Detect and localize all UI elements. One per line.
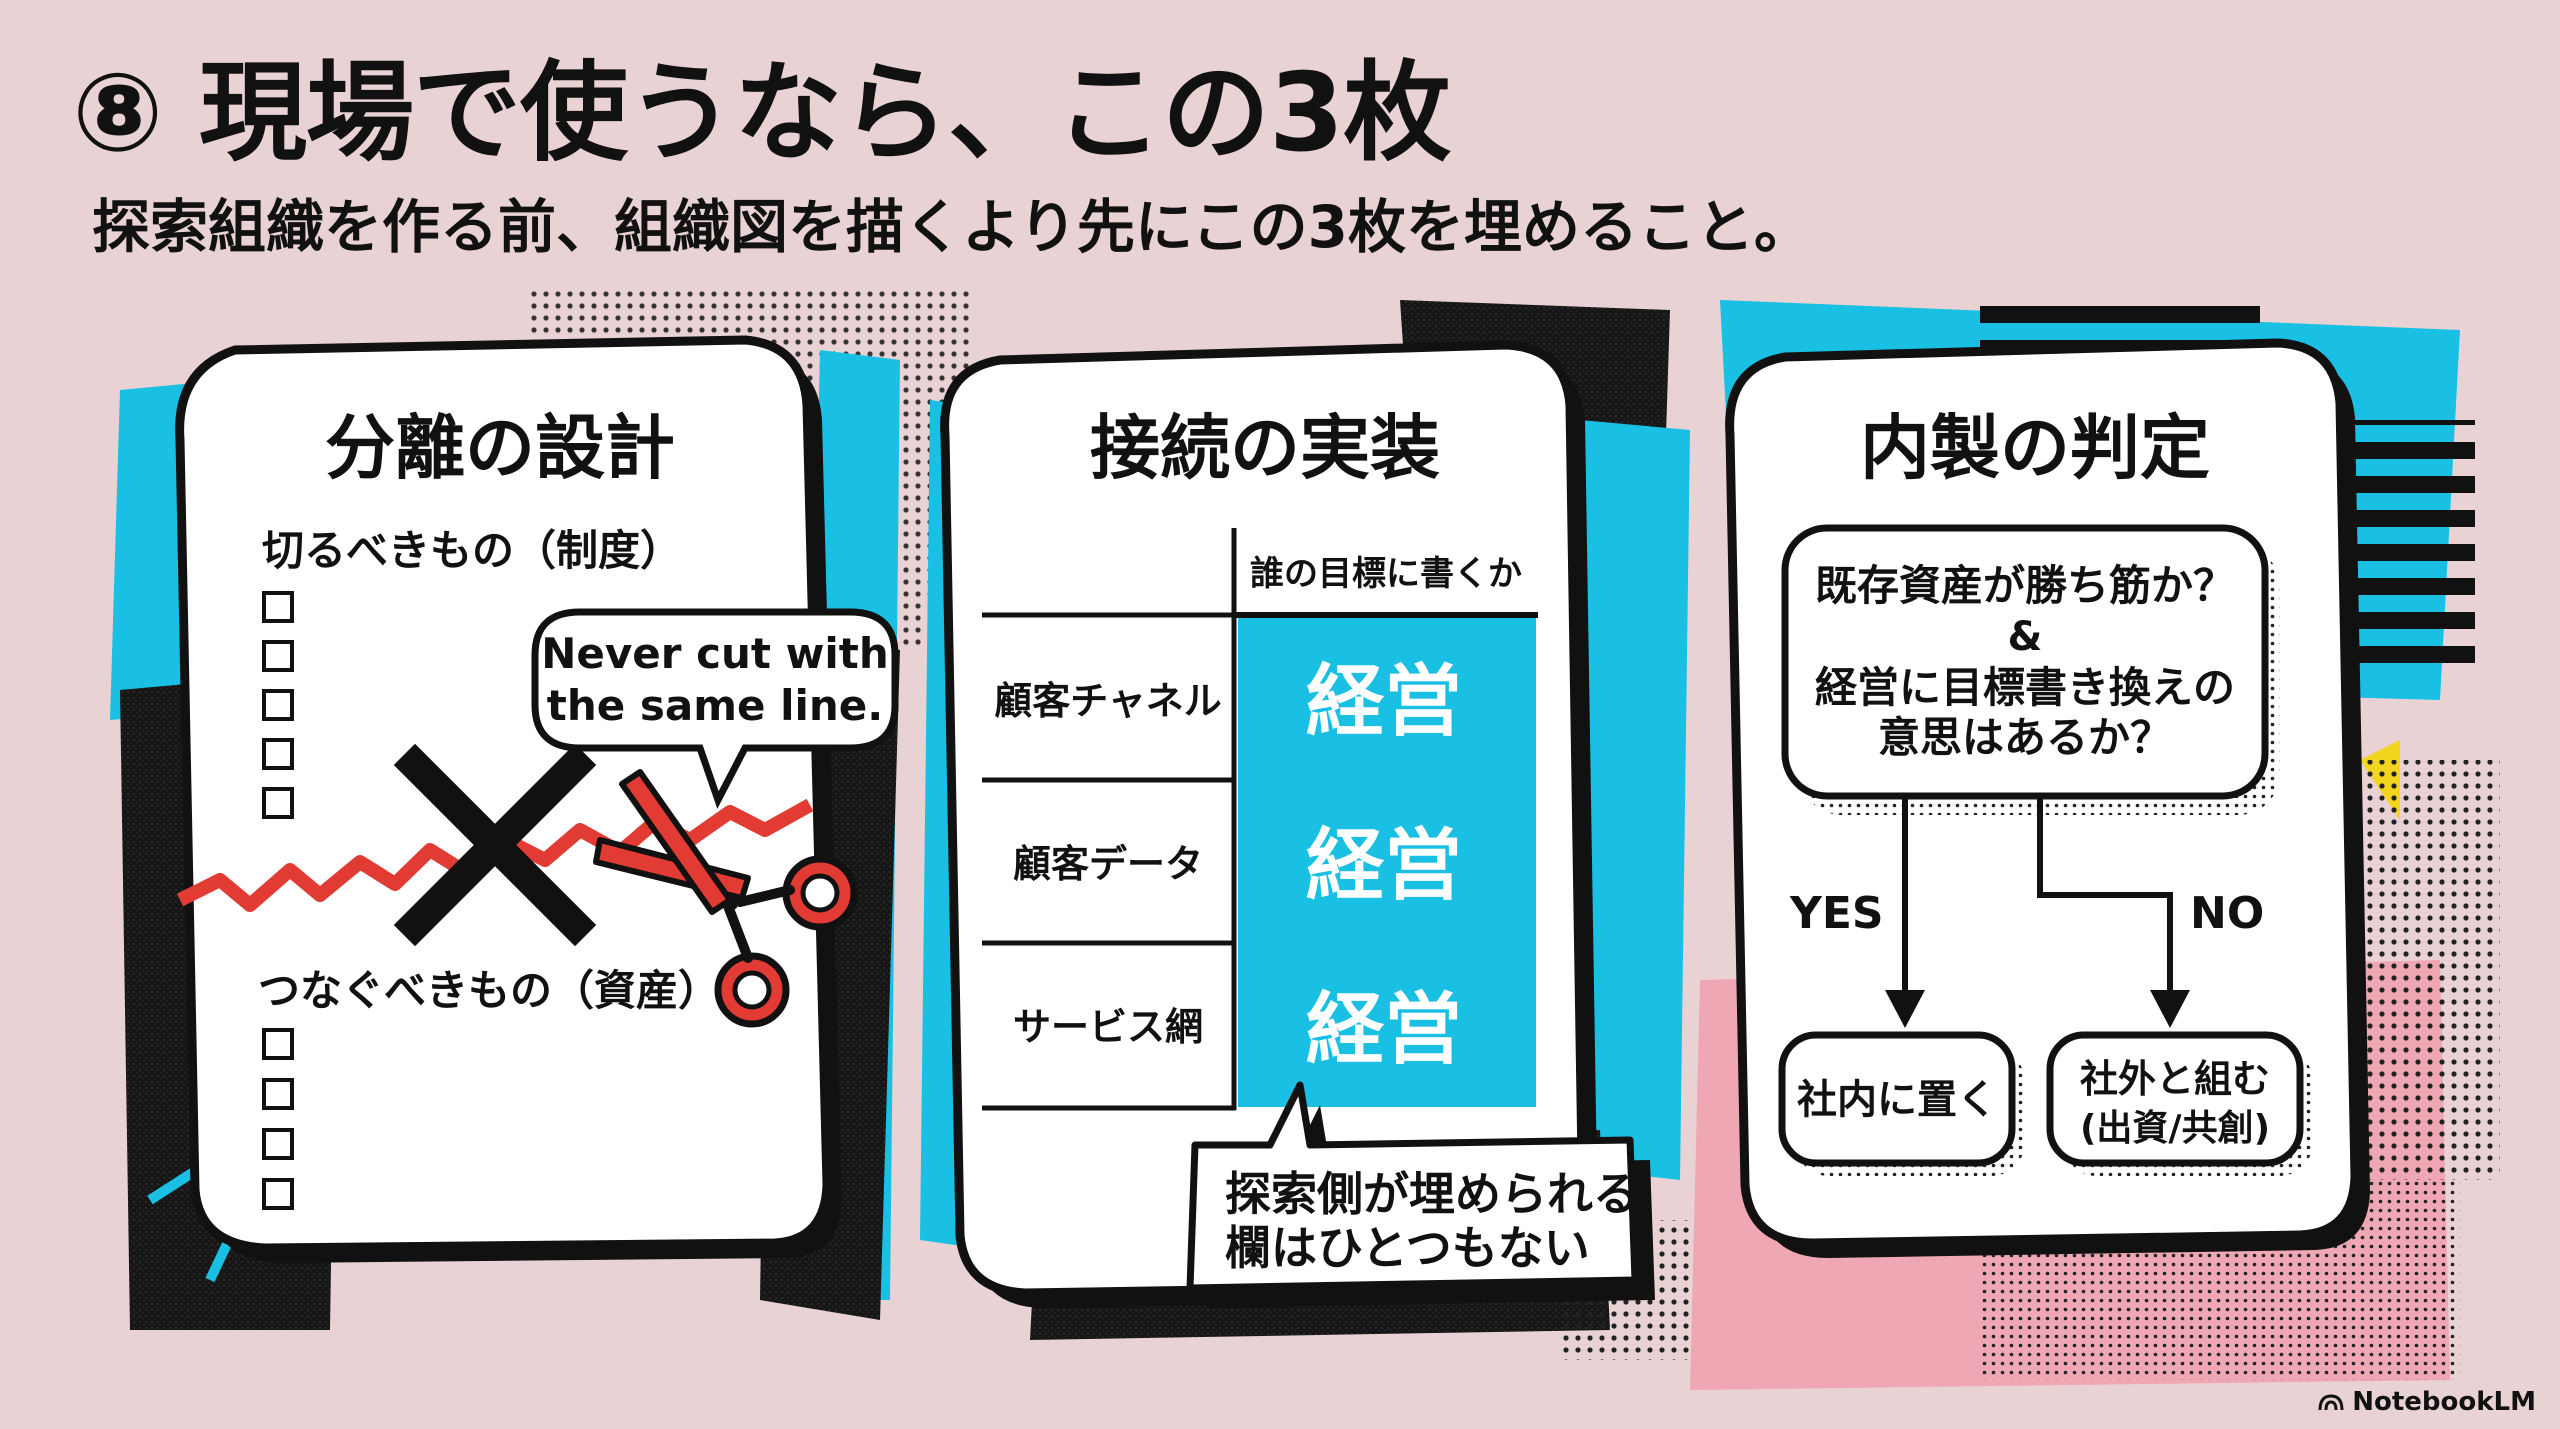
connect-checkbox-1 [262,1028,294,1060]
card1-speech-bubble [531,608,899,809]
card1-cut-checkboxes [262,591,294,819]
row-label-data: 顧客データ [1013,842,1203,886]
no-result-line-1: 社外と組む [2080,1057,2270,1101]
row-value-channel: 経営 [1306,657,1462,747]
slide-title: ⑧ 現場で使うなら、この3枚 [72,51,1451,176]
cut-checkbox-2 [262,640,294,672]
yes-arrow-icon [1885,798,1925,1028]
card1-connect-heading: つなぐべきもの（資産） [258,966,720,1015]
callout-line-2: 欄はひとつもない [1225,1221,1590,1275]
callout-line-1: 探索側が埋められる [1225,1167,1639,1221]
connect-checkbox-2 [262,1078,294,1110]
card2-title: 接続の実装 [1090,407,1440,489]
question-line-4: 意思はあるか？ [1878,713,2172,762]
cut-checkbox-5 [262,787,294,819]
cross-mark-icon [393,743,597,947]
slide-subtitle: 探索組織を作る前、組織図を描くより先にこの3枚を埋めること。 [92,193,1813,261]
card2-callout [1186,1081,1655,1308]
connect-checkbox-4 [262,1178,294,1210]
no-label: NO [2190,888,2264,939]
cut-checkbox-1 [262,591,294,623]
question-line-1: 既存資産が勝ち筋か？ [1815,561,2235,610]
yes-label: YES [1789,888,1884,939]
row-value-data: 経営 [1306,821,1462,911]
no-result-box [2046,1031,2313,1176]
no-result-line-2: (出資/共創) [2080,1108,2270,1149]
goal-column-header: 誰の目標に書くか [1250,554,1522,594]
bubble-line-2: the same line. [547,681,883,730]
question-line-3: 経営に目標書き換えの [1815,663,2235,712]
connect-checkbox-3 [262,1128,294,1160]
card1-connect-checkboxes [262,1028,294,1210]
notebooklm-brand: NotebookLM [2318,1387,2536,1417]
brand-label: NotebookLM [2352,1387,2536,1417]
card1-title: 分離の設計 [325,407,675,489]
question-ampersand: & [2008,614,2043,660]
goal-column-fill [1238,615,1536,1107]
cut-checkbox-4 [262,738,294,770]
card1-cut-heading: 切るべきもの（制度） [262,526,682,575]
row-value-service: 経営 [1306,985,1462,1075]
notebooklm-logo-icon [2318,1394,2344,1411]
row-label-service: サービス網 [1013,1005,1203,1049]
decision-question-box [1781,524,2280,815]
yes-result-text: 社内に置く [1797,1077,1997,1123]
card2-table [982,528,1538,1111]
bubble-line-1: Never cut with [541,629,889,678]
yes-result-box [1778,1031,2025,1176]
row-label-channel: 顧客チャネル [994,679,1222,723]
cut-checkbox-3 [262,689,294,721]
no-arrow-icon [2037,798,2190,1028]
card3-title: 内製の判定 [1860,407,2210,489]
scissors-icon [593,769,858,1028]
